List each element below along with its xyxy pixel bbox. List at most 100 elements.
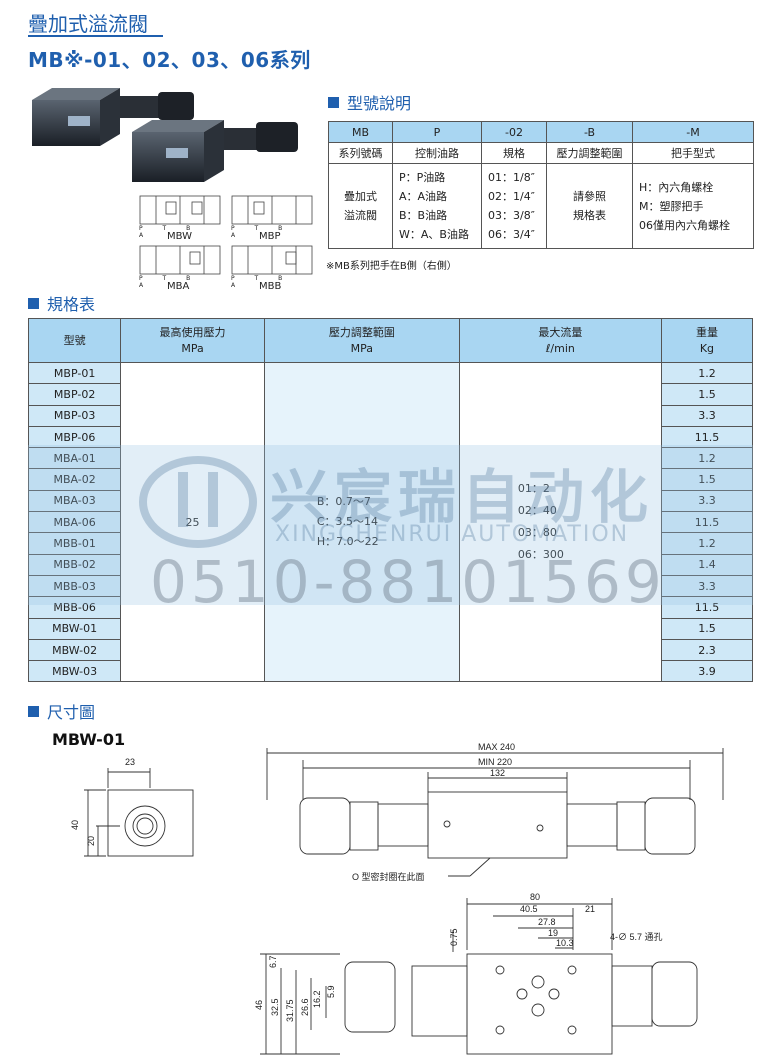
dim-5-9: 5.9 — [326, 985, 336, 998]
dim-21: 21 — [585, 904, 595, 914]
table-row-model: MBA-02 — [27, 468, 122, 491]
dim-min220: MIN 220 — [478, 757, 512, 767]
model-explanation-heading: 型號說明 — [328, 90, 411, 114]
hydraulic-symbols — [139, 195, 313, 275]
dim-80: 80 — [530, 892, 540, 902]
series-title: MB※-01、02、03、06系列 — [28, 48, 311, 72]
dimension-model-label: MBW-01 — [52, 730, 126, 749]
table-row-weight: 1.5 — [660, 468, 754, 491]
end-view-body — [107, 789, 194, 857]
table-row-weight: 1.4 — [660, 553, 754, 576]
watermark-company-en: XINGCHENRUI AUTOMATION — [275, 522, 630, 547]
table-row-weight: 2.3 — [660, 638, 754, 662]
table-row-model: MBB-02 — [27, 553, 122, 576]
model-explanation-table: MB P -02 -B -M 系列號碼 控制油路 規格 壓力調整範圍 把手型式 … — [328, 121, 754, 249]
dim-max240: MAX 240 — [478, 742, 515, 752]
table-row-model: MBA-06 — [27, 511, 122, 534]
dim-40-5: 40.5 — [520, 904, 538, 914]
table-row-model: MBA-01 — [27, 447, 122, 470]
dim-32-5: 32.5 — [270, 998, 280, 1016]
table-row-weight: 3.3 — [660, 574, 754, 598]
heading-square-icon — [28, 298, 39, 309]
symbol-label-mba: MBA — [167, 281, 190, 292]
table-row-weight: 1.5 — [660, 617, 754, 640]
table-row-model: MBP-06 — [27, 425, 122, 449]
symbol-ports-mba: P T B A — [139, 275, 200, 289]
heading-square-icon — [28, 706, 39, 717]
left-knob — [299, 797, 351, 855]
table-row-weight: 11.5 — [660, 511, 754, 534]
handle-note: ※MB系列把手在B側（右側） — [326, 261, 457, 272]
watermark-phone: 0510-88101569 — [150, 548, 666, 616]
dim-27-8: 27.8 — [538, 917, 556, 927]
symbol-ports-mbb: P T B A — [231, 275, 292, 289]
title-underline — [28, 35, 163, 37]
code-series: MB — [328, 121, 393, 143]
code-pressure: -B — [546, 121, 633, 143]
dimension-drawing: 23 40 20 MAX 240 MIN 220 132 O 型密封圈在此面 8… — [70, 742, 724, 1055]
dim-20: 20 — [86, 836, 96, 846]
table-row-model: MBW-03 — [27, 660, 122, 683]
table-row-model: MBP-03 — [27, 404, 122, 427]
table-row-model: MBB-01 — [27, 532, 122, 555]
oring-note: O 型密封圈在此面 — [352, 871, 425, 882]
dim-6-7: 6.7 — [268, 955, 278, 968]
spec-heading: 規格表 — [28, 291, 95, 315]
table-row-weight: 3.3 — [660, 489, 754, 513]
product-photo — [32, 88, 298, 182]
code-handle: -M — [632, 121, 754, 143]
name-pressure: 壓力調整範圍 — [546, 142, 633, 164]
dim-31-75: 31.75 — [285, 999, 295, 1022]
right-knob — [644, 797, 696, 855]
size-options: 01：1/8″02：1/4″ 03：3/8″06：3/4″ — [481, 163, 547, 249]
name-size: 規格 — [481, 142, 547, 164]
table-row-weight: 1.2 — [660, 532, 754, 555]
code-control: P — [392, 121, 482, 143]
table-row-model: MBP-01 — [27, 361, 122, 385]
watermark-band — [28, 445, 753, 605]
symbol-label-mbb: MBB — [259, 281, 282, 292]
table-row-weight: 1.5 — [660, 383, 754, 406]
table-row-weight: 11.5 — [660, 596, 754, 619]
table-row-model: MBW-01 — [27, 617, 122, 640]
max-pressure-cell: 25 — [120, 361, 265, 683]
pressure-desc: 請參照規格表 — [546, 163, 633, 249]
dim-10-3: 10.3 — [556, 938, 574, 948]
name-series: 系列號碼 — [328, 142, 393, 164]
table-row-model: MBB-03 — [27, 574, 122, 598]
symbol-ports-mbp: P T B A — [231, 225, 292, 239]
symbol-label-mbw: MBW — [167, 231, 193, 242]
name-handle: 把手型式 — [632, 142, 754, 164]
table-row-weight: 3.3 — [660, 404, 754, 427]
dim-16-2: 16.2 — [312, 990, 322, 1008]
watermark-logo — [139, 456, 257, 548]
dim-132: 132 — [490, 768, 505, 778]
symbol-label-mbp: MBP — [259, 231, 281, 242]
table-row-weight: 3.9 — [660, 660, 754, 683]
dim-40: 40 — [70, 820, 80, 830]
dim-26-6: 26.6 — [300, 998, 310, 1016]
holes-note: 4-∅ 5.7 通孔 — [610, 932, 663, 942]
watermark-company: 兴宸瑞自动化 — [270, 463, 655, 531]
name-control: 控制油路 — [392, 142, 482, 164]
series-desc: 疊加式溢流閥 — [328, 163, 393, 249]
code-size: -02 — [481, 121, 547, 143]
symbol-ports-mbw: P T B A — [139, 225, 200, 239]
top-view-body — [427, 791, 568, 859]
table-row-model: MBP-02 — [27, 383, 122, 406]
dim-19: 19 — [548, 928, 558, 938]
table-row-weight: 1.2 — [660, 361, 754, 385]
dim-23: 23 — [125, 757, 135, 767]
dim-46: 46 — [254, 1000, 264, 1010]
heading-square-icon — [328, 97, 339, 108]
dimension-heading: 尺寸圖 — [28, 699, 95, 723]
